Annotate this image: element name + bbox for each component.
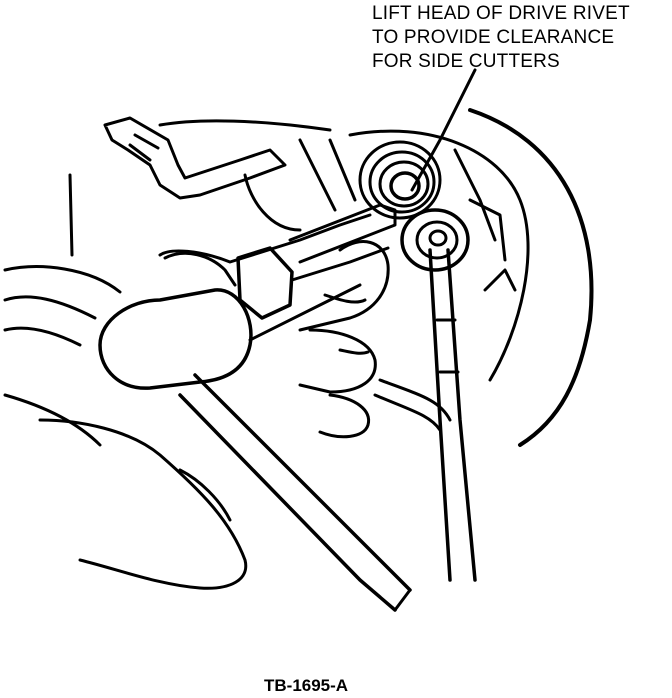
finger-top: [298, 240, 390, 332]
pivot-nut: [236, 246, 294, 320]
rivet-ring-3: [378, 160, 430, 208]
frame-line-c: [328, 138, 357, 202]
arm-contour-1: [3, 295, 97, 320]
cutter-jaw-body: [158, 213, 372, 264]
housing-detail-1: [453, 148, 497, 242]
callout-line-2: TO PROVIDE CLEARANCE: [372, 27, 615, 48]
jaw-lower: [290, 246, 390, 282]
rivet-outer-ring: [358, 140, 442, 220]
cutter-head-shine: [163, 251, 237, 287]
bracket-upper-line: [158, 119, 332, 132]
arm-lower-contour: [3, 393, 102, 447]
arm-upper-contour: [3, 265, 122, 294]
hand-knuckle: [178, 468, 232, 522]
arm-contour-2: [3, 326, 82, 347]
housing-detail-2: [468, 198, 507, 262]
bracket-tube: [103, 116, 287, 200]
grommet-outer: [400, 208, 470, 272]
cutter-handle-end: [393, 588, 412, 612]
finger-crease-2: [338, 348, 370, 355]
cutter-handle-lower: [178, 393, 397, 612]
figure-id: TB-1695-A: [264, 676, 349, 695]
finger-middle: [298, 328, 377, 394]
cutter-head: [98, 288, 253, 390]
cable-line-1: [378, 378, 452, 422]
rod-right-edge: [446, 248, 477, 582]
finger-crease-1: [323, 293, 367, 304]
cutter-handle-upper: [193, 373, 412, 592]
grommet-inner: [415, 220, 459, 260]
bracket-connector: [128, 133, 160, 162]
cutter-jaw-lower: [248, 283, 362, 342]
hand-outline: [38, 418, 248, 590]
callout-line-3: FOR SIDE CUTTERS: [372, 51, 560, 72]
rod-left-edge: [428, 248, 452, 582]
left-frame-line: [68, 173, 74, 257]
housing-detail-3: [483, 268, 517, 292]
leader-line: [410, 68, 477, 192]
callout-line-1: LIFT HEAD OF DRIVE RIVET: [372, 3, 630, 24]
callout-text: LIFT HEAD OF DRIVE RIVET TO PROVIDE CLEA…: [372, 2, 630, 74]
finger-lower: [318, 393, 371, 439]
grommet-hole: [428, 229, 448, 247]
cable-line-2: [373, 393, 442, 432]
frame-line-b: [298, 138, 337, 212]
rivet-ring-2: [368, 150, 436, 214]
housing-outer-arc: [468, 108, 594, 447]
rivet-head: [389, 171, 421, 201]
housing-inner-arc: [348, 129, 530, 382]
frame-line-a: [243, 173, 302, 232]
